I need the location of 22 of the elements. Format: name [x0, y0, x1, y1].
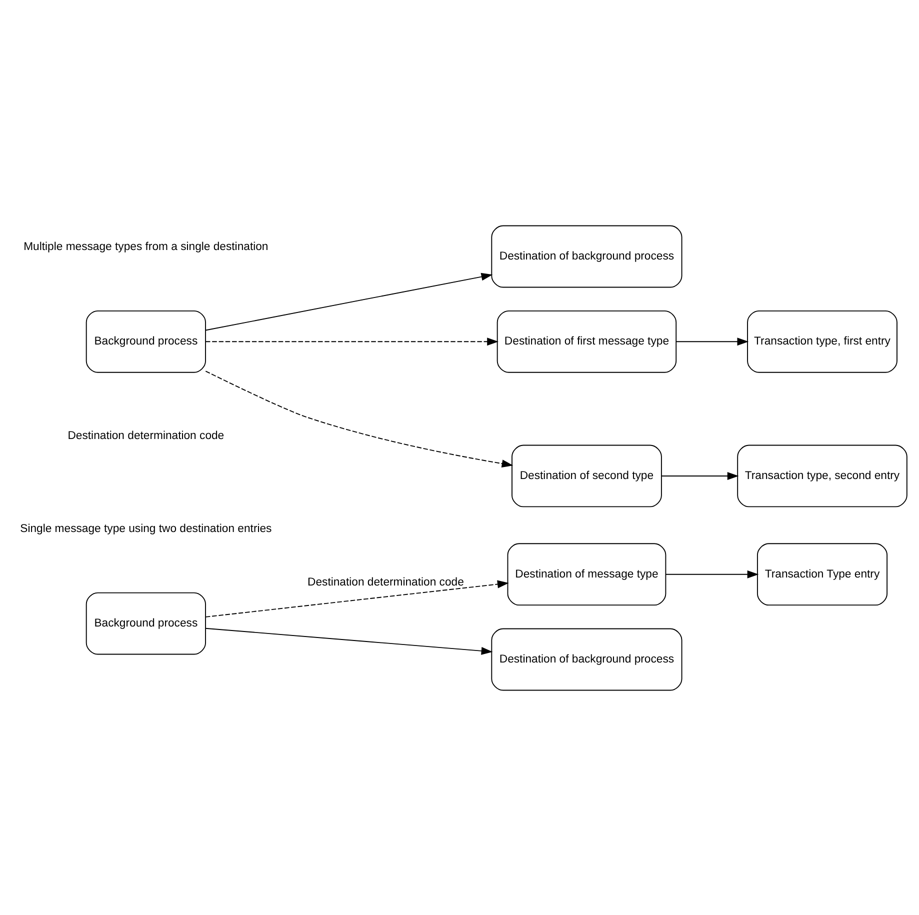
label: Single message type using two destination entries — [20, 522, 272, 534]
arrow — [205, 370, 514, 468]
node-box: Destination of message type — [507, 542, 666, 606]
node-box: Transaction type, second entry — [737, 444, 908, 507]
arrow — [665, 570, 759, 578]
label: Destination determination code — [68, 430, 224, 442]
node-box: Transaction Type entry — [756, 542, 888, 606]
node-box: Destination of first message type — [496, 310, 677, 372]
node-box: Destination of second type — [512, 444, 662, 507]
node-box: Background process — [86, 310, 206, 372]
node-box: Destination of background process — [491, 224, 682, 288]
edge-label: Destination determination code — [308, 576, 464, 588]
arrow — [205, 627, 493, 654]
node-box: Destination of background process — [491, 628, 682, 690]
node-box: Background process — [86, 592, 206, 654]
arrow — [205, 272, 493, 330]
arrow — [205, 337, 498, 346]
label: Multiple message types from a single destination — [24, 240, 268, 252]
arrow — [661, 472, 739, 480]
node-box: Transaction type, first entry — [747, 310, 898, 372]
arrow — [205, 580, 509, 617]
arrow — [676, 337, 749, 346]
